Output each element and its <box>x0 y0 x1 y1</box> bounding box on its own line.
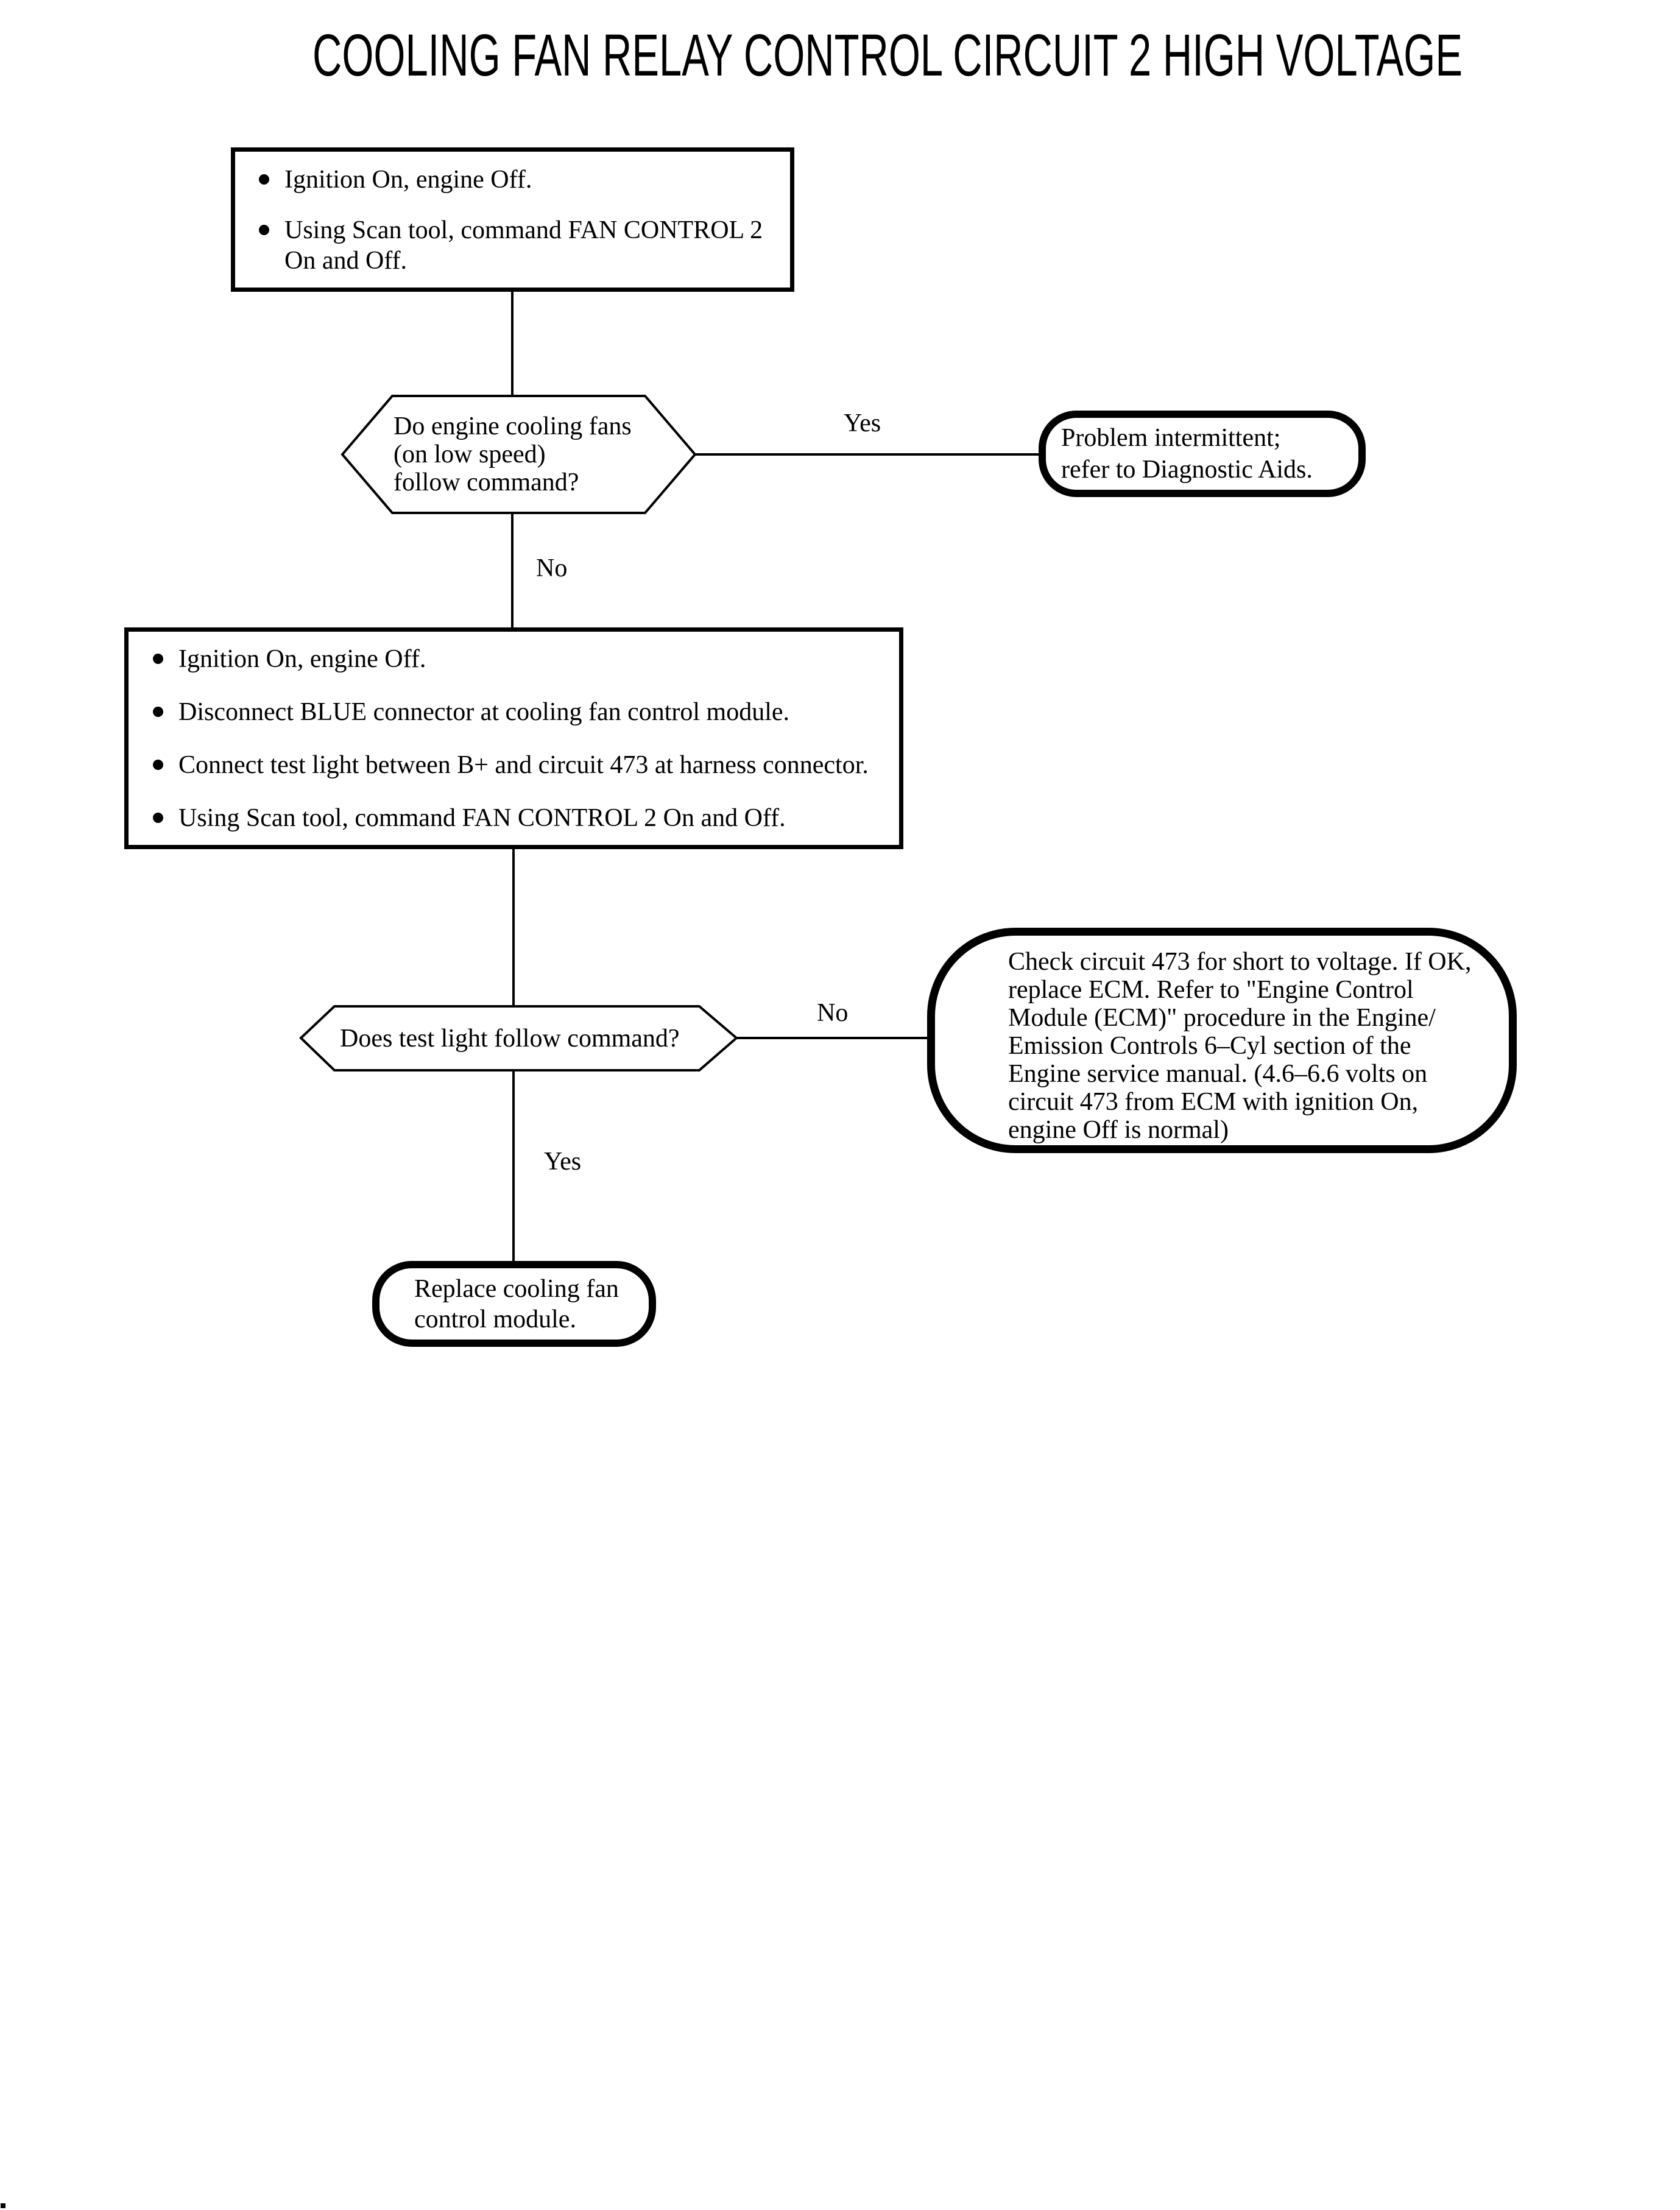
list-item: Ignition On, engine Off. <box>153 644 891 674</box>
bullet-icon <box>153 813 163 823</box>
bullet-icon <box>259 174 269 185</box>
decision-1-hexagon <box>341 395 697 514</box>
step2-test-light-box: Ignition On, engine Off. Disconnect BLUE… <box>124 627 903 849</box>
step1-bullet-2: Using Scan tool, command FAN CONTROL 2 O… <box>284 216 763 275</box>
bullet-icon <box>153 760 163 770</box>
list-item: Ignition On, engine Off. <box>259 164 779 195</box>
list-item: Connect test light between B+ and circui… <box>153 750 891 780</box>
decision-2-no-label: No <box>817 999 849 1027</box>
decision-2-question: Does test light follow command? <box>340 1024 680 1053</box>
decision-2-yes-label: Yes <box>544 1148 582 1176</box>
step1-bullet-1: Ignition On, engine Off. <box>284 166 532 194</box>
step2-bullet-4: Using Scan tool, command FAN CONTROL 2 O… <box>178 804 786 832</box>
step2-bullet-2: Disconnect BLUE connector at cooling fan… <box>178 698 790 726</box>
step2-bullet-3: Connect test light between B+ and circui… <box>178 751 869 779</box>
bullet-icon <box>259 225 269 235</box>
decision-1-question: Do engine cooling fans (on low speed) fo… <box>394 412 632 496</box>
step1-conditions-box: Ignition On, engine Off. Using Scan tool… <box>231 147 794 292</box>
step2-bullet-1: Ignition On, engine Off. <box>178 645 426 673</box>
list-item: Disconnect BLUE connector at cooling fan… <box>153 697 891 727</box>
decision-2-hexagon <box>299 1005 739 1071</box>
result-problem-intermittent <box>1039 411 1366 497</box>
result-replace-module: Replace cooling fan control module. <box>372 1261 656 1347</box>
decision-1-yes-label: Yes <box>844 409 881 437</box>
list-item: Using Scan tool, command FAN CONTROL 2 O… <box>153 803 891 833</box>
page-title: COOLING FAN RELAY CONTROL CIRCUIT 2 HIGH… <box>312 22 1463 88</box>
result-problem-intermittent-text: Problem intermittent; refer to Diagnosti… <box>1061 424 1313 484</box>
result-check-circuit-473: Check circuit 473 for short to voltage. … <box>927 928 1517 1153</box>
connector-lines <box>511 292 1043 1265</box>
scan-artifact-dot <box>1 2203 5 2208</box>
bullet-icon <box>153 654 163 664</box>
list-item: Using Scan tool, command FAN CONTROL 2 O… <box>259 215 779 276</box>
bullet-icon <box>153 707 163 717</box>
decision-1-no-label: No <box>536 554 568 582</box>
